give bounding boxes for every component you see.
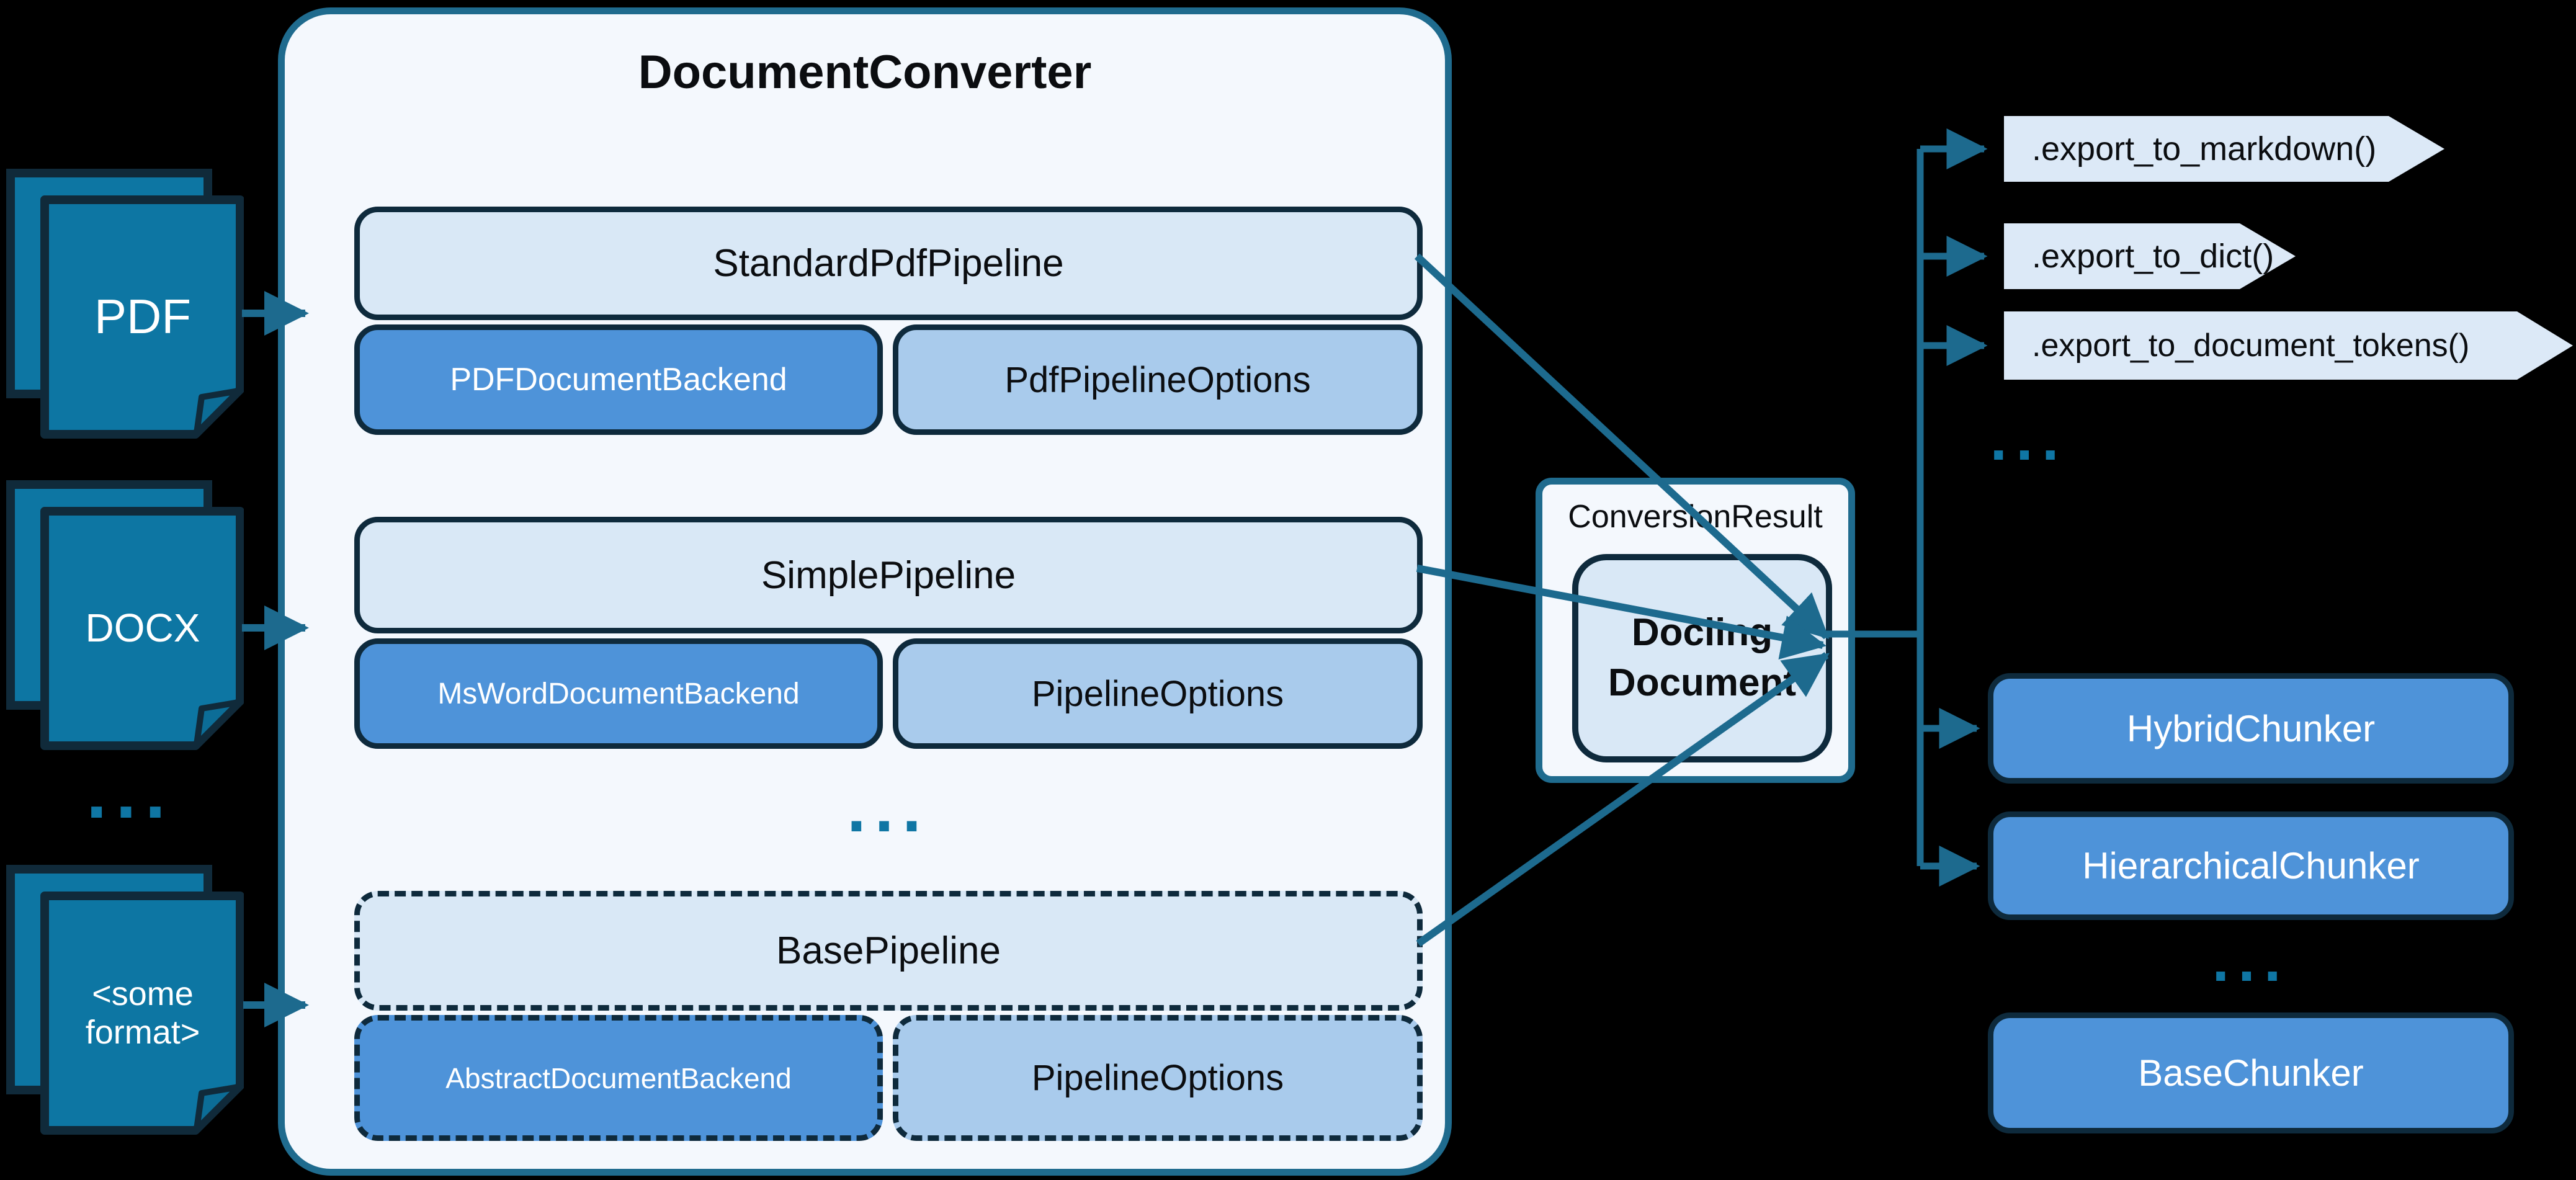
pipeline-row: PDFDocumentBackend PdfPipelineOptions (354, 324, 1423, 435)
pdf-pipeline-options-box: PdfPipelineOptions (893, 324, 1423, 435)
some-format-document-stack: <some format> (5, 864, 244, 1137)
pipeline-row: MsWordDocumentBackend PipelineOptions (354, 638, 1423, 749)
document-converter-title: DocumentConverter (638, 46, 1092, 99)
exports-ellipsis: ... (1990, 404, 2068, 473)
standard-pdf-pipeline-box: StandardPdfPipeline (354, 207, 1423, 320)
hierarchical-chunker-box: HierarchicalChunker (1988, 811, 2514, 920)
pdf-document-backend-box: PDFDocumentBackend (354, 324, 883, 435)
docx-label: DOCX (85, 606, 200, 651)
export-to-dict-chevron: .export_to_dict() (2004, 223, 2296, 289)
conversion-result-label: ConversionResult (1568, 499, 1823, 535)
base-chunker-box: BaseChunker (1988, 1012, 2514, 1133)
document-stack-icon (6, 480, 244, 750)
pipeline-row: AbstractDocumentBackend PipelineOptions (354, 1015, 1423, 1141)
sources-ellipsis: ... (86, 751, 175, 834)
simple-pipeline-box: SimplePipeline (354, 517, 1423, 633)
pipeline-options-box: PipelineOptions (893, 1015, 1423, 1141)
document-stack-icon (6, 865, 244, 1135)
base-pipeline-box: BasePipeline (354, 891, 1423, 1011)
conversion-result-box: ConversionResult Docling Document (1536, 478, 1855, 783)
some-format-label: <some format> (85, 975, 200, 1051)
pipeline-options-box: PipelineOptions (893, 638, 1423, 749)
docling-document-box: Docling Document (1572, 554, 1832, 762)
pipelines-ellipsis: ... (847, 769, 930, 846)
abstract-document-backend-box: AbstractDocumentBackend (354, 1015, 883, 1141)
document-converter-container: DocumentConverter StandardPdfPipeline PD… (278, 7, 1452, 1176)
export-to-document-tokens-chevron: .export_to_document_tokens() (2004, 311, 2573, 380)
ms-word-document-backend-box: MsWordDocumentBackend (354, 638, 883, 749)
export-to-markdown-chevron: .export_to_markdown() (2004, 116, 2444, 182)
docx-document-stack: DOCX (5, 479, 244, 752)
hybrid-chunker-box: HybridChunker (1988, 673, 2514, 784)
chunkers-ellipsis: ... (2212, 925, 2290, 995)
pdf-document-stack: PDF (5, 168, 244, 440)
document-stack-icon (6, 169, 244, 439)
pdf-label: PDF (94, 289, 191, 344)
